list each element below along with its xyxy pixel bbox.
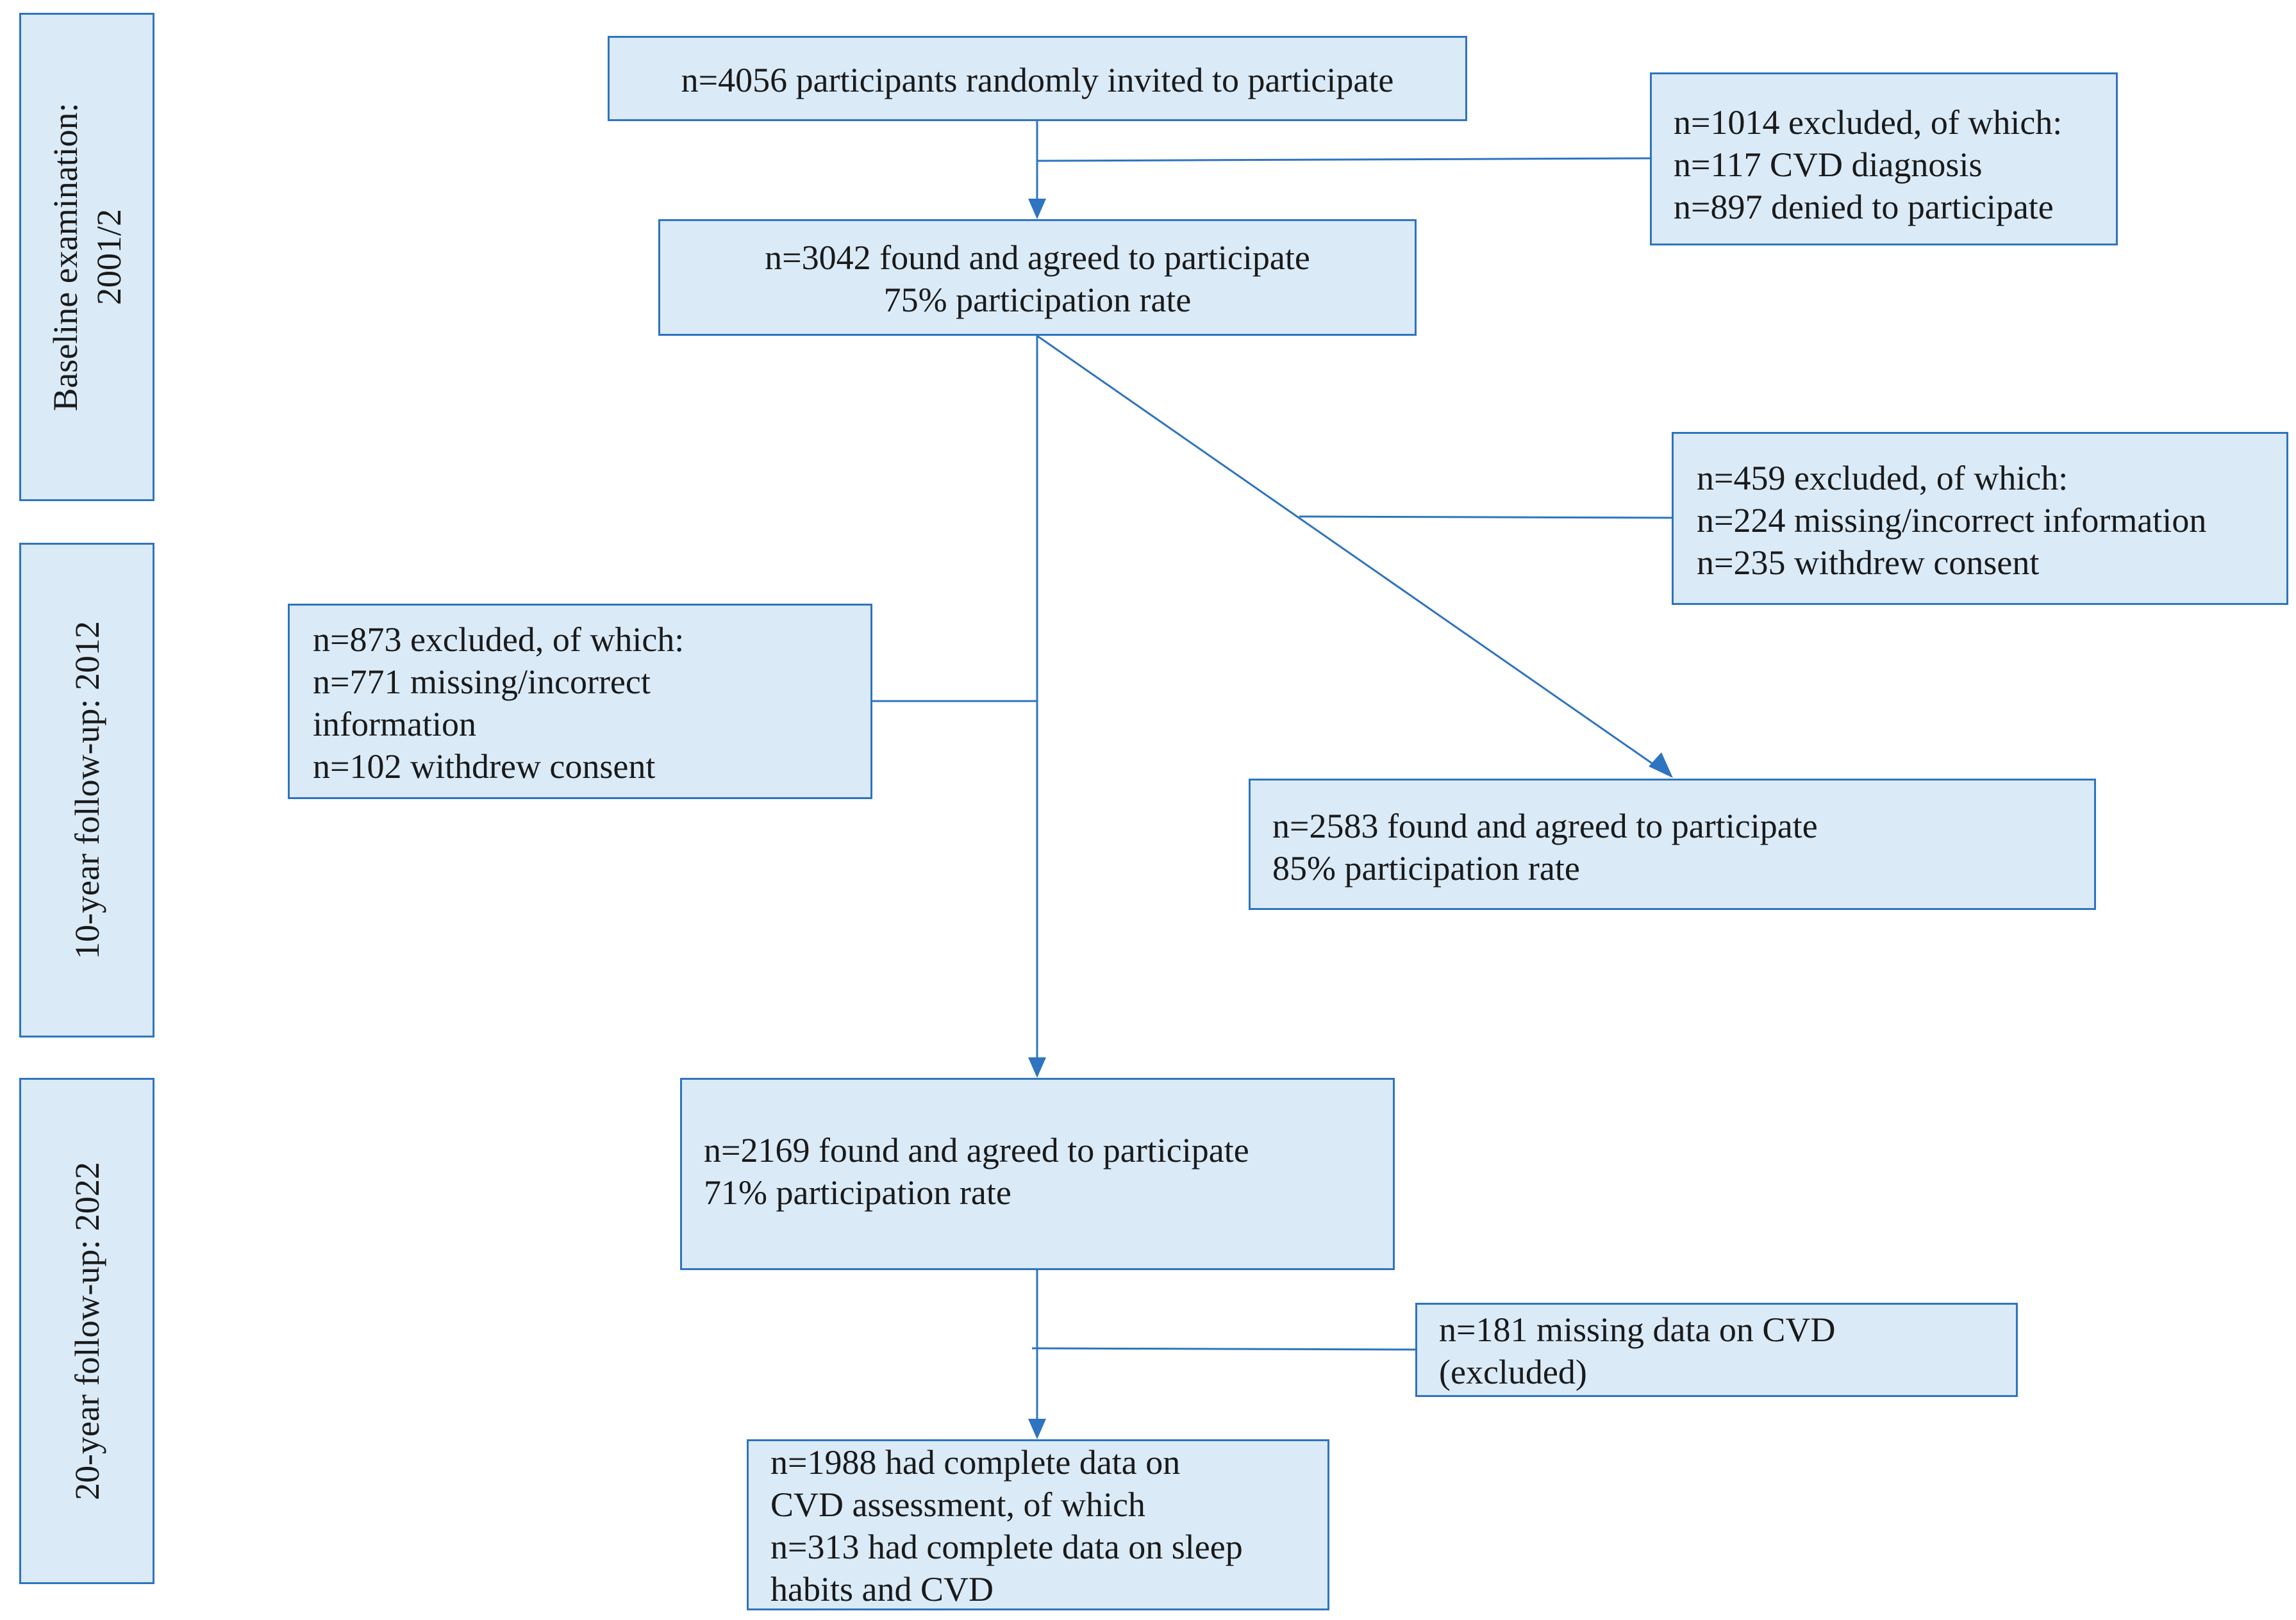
baseline-participants-line-2: 75% participation rate [883,281,1192,319]
excluded-10yr-right-line-2: n=224 missing/incorrect information [1697,501,2207,540]
followup20-participants-box: n=2169 found and agreed to participate 7… [680,1078,1395,1270]
final-sample-box: n=1988 had complete data on CVD assessme… [747,1439,1329,1610]
excluded-baseline-line-2: n=117 CVD diagnosis [1674,145,1983,184]
invited-line-1: n=4056 participants randomly invited to … [681,61,1394,99]
final-sample-line-2: CVD assessment, of which [770,1485,1145,1524]
stage-baseline: Baseline examination: 2001/2 [19,13,154,501]
excluded-baseline-box: n=1014 excluded, of which: n=117 CVD dia… [1650,72,2118,245]
arrowhead-baseline [1028,199,1046,219]
stage-baseline-line-2: 2001/2 [89,208,128,306]
branch-10yr-right-exclusion [1299,515,1672,519]
branch-missing-cvd [1031,1347,1416,1351]
arrowhead-final [1028,1419,1046,1439]
followup20-participants-line-2: 71% participation rate [704,1173,1011,1212]
baseline-participants-box: n=3042 found and agreed to participate 7… [658,219,1417,336]
stage-10-year-line-1: 10-year follow-up: 2012 [67,621,106,959]
excluded-10yr-left-line-3: information [313,705,476,743]
stage-10-year-label: 10-year follow-up: 2012 [65,621,109,959]
stage-20-year-line-1: 20-year follow-up: 2022 [67,1162,106,1500]
arrowhead-10yr [1649,752,1673,778]
branch-baseline-exclusion [1036,157,1651,162]
excluded-10yr-left-line-2: n=771 missing/incorrect [313,663,651,701]
arrowhead-20yr [1028,1057,1046,1078]
missing-cvd-box: n=181 missing data on CVD (excluded) [1415,1303,2018,1397]
followup10-participants-box: n=2583 found and agreed to participate 8… [1249,779,2096,910]
excluded-baseline-line-3: n=897 denied to participate [1674,188,2054,226]
stage-20-year: 20-year follow-up: 2022 [19,1078,154,1584]
excluded-10yr-left-line-4: n=102 withdrew consent [313,747,656,786]
final-sample-line-1: n=1988 had complete data on [770,1443,1181,1482]
stage-baseline-line-1: Baseline examination: [46,103,85,411]
excluded-10yr-left-line-1: n=873 excluded, of which: [313,620,685,659]
missing-cvd-line-2: (excluded) [1439,1353,1587,1391]
stage-10-year: 10-year follow-up: 2012 [19,543,154,1037]
excluded-10yr-right-box: n=459 excluded, of which: n=224 missing/… [1672,432,2288,605]
followup10-participants-line-1: n=2583 found and agreed to participate [1272,807,1818,845]
baseline-participants-line-1: n=3042 found and agreed to participate [765,238,1310,277]
followup20-participants-line-1: n=2169 found and agreed to participate [704,1131,1249,1170]
excluded-10yr-right-line-3: n=235 withdrew consent [1697,543,2040,582]
excluded-10yr-right-line-1: n=459 excluded, of which: [1697,459,2068,497]
final-sample-line-4: habits and CVD [770,1570,994,1608]
excluded-baseline-line-1: n=1014 excluded, of which: [1674,103,2063,142]
final-sample-line-3: n=313 had complete data on sleep [770,1528,1243,1566]
arrow-baseline-to-10yr [1036,335,1661,770]
stage-20-year-label: 20-year follow-up: 2022 [65,1162,109,1500]
missing-cvd-line-1: n=181 missing data on CVD [1439,1310,1836,1349]
stage-baseline-label: Baseline examination: 2001/2 [44,103,131,411]
excluded-10yr-left-box: n=873 excluded, of which: n=771 missing/… [288,604,872,799]
followup10-participants-line-2: 85% participation rate [1272,849,1580,888]
invited-box: n=4056 participants randomly invited to … [608,36,1467,121]
